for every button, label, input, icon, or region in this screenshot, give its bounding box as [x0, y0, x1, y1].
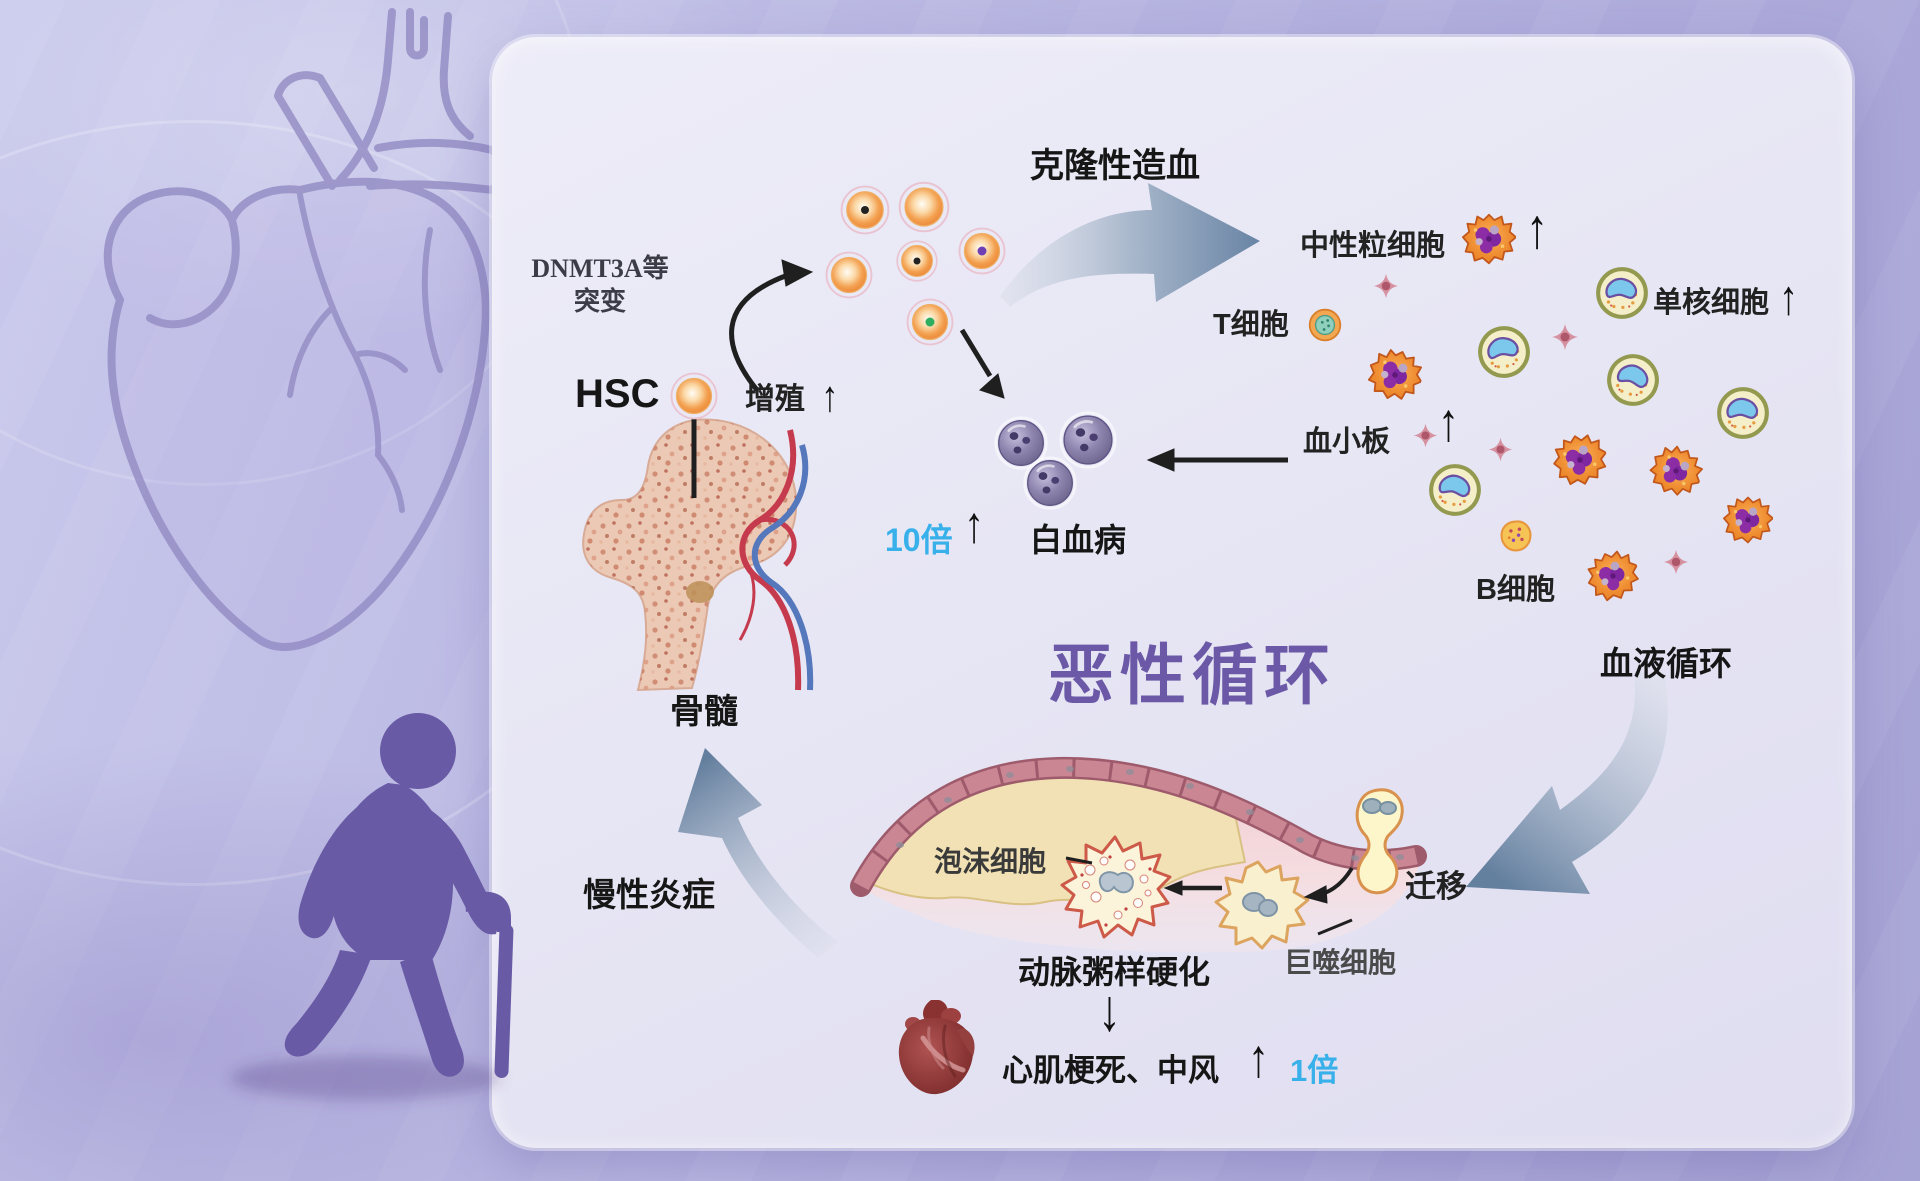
person-rear-arm: [298, 808, 372, 939]
leukemia-label: 白血病: [1030, 522, 1127, 558]
down-arrow: ↓: [1098, 976, 1121, 1043]
transmigrating-monocyte-icon: [1355, 788, 1404, 895]
platelet-label: 血小板: [1303, 426, 1391, 458]
macrophage-icon: [1214, 860, 1310, 950]
person-cane-shaft: [494, 924, 514, 1078]
macrophage-label: 巨噬细胞: [1284, 947, 1397, 978]
proliferation-text: 增殖: [745, 383, 805, 416]
migration-label: 迁移: [1405, 869, 1467, 904]
blood-circulation-label: 血液循环: [1600, 645, 1732, 682]
blood-circulation-swoosh-arrow: [1466, 672, 1668, 894]
person-head: [380, 713, 456, 789]
artery-illustration: [850, 756, 1427, 953]
purple-mutation-dot: [977, 246, 987, 256]
chronic-inflammation-swoosh-arrow: [678, 748, 838, 958]
bone-marrow-illustration: [582, 418, 814, 692]
black-mutation-dot: [913, 257, 921, 265]
vicious-cycle-title: 恶性循环: [1048, 638, 1336, 712]
person-cane-handle: [465, 891, 511, 932]
leukemia-fold-label: 10倍: [885, 522, 953, 558]
hsc-label: HSC: [575, 372, 660, 416]
endothelium-band: [850, 756, 1427, 897]
monocyte-label: 单核细胞 ↑: [1653, 272, 1798, 326]
mi-stroke-label: 心肌梗死、中风: [1002, 1053, 1219, 1088]
up-arrow: ↑: [1248, 1027, 1269, 1089]
green-mutation-dot: [925, 317, 935, 327]
person-rear-leg: [284, 950, 372, 1057]
black-mutation-dot: [861, 206, 869, 214]
foam-cell-label: 泡沫细胞: [934, 846, 1047, 877]
mi-fold-label: 1倍: [1290, 1053, 1339, 1088]
up-arrow: ↑: [1779, 271, 1799, 326]
mutation-line2: 突变: [573, 287, 626, 316]
hsc-to-cluster-arrow: [729, 272, 789, 392]
atherosclerosis-label: 动脉粥样硬化: [1018, 954, 1211, 990]
mutation-line1: DNMT3A等: [531, 254, 669, 283]
mutation-label: DNMT3A等 突变: [520, 252, 680, 318]
proliferation-label: 增殖 ↑: [745, 372, 838, 421]
macrophage-label-dash: [1317, 918, 1353, 936]
t-cell-label: T细胞: [1213, 309, 1289, 341]
mutant-hsc-cluster: [825, 181, 1006, 346]
clonal-hematopoiesis-label: 克隆性造血: [1030, 147, 1200, 185]
bone-marrow-label: 骨髓: [670, 693, 738, 731]
chronic-inflammation-label: 慢性炎症: [583, 876, 715, 913]
artery-vein-lines: [739, 429, 802, 691]
monocyte-text: 单核细胞: [1653, 287, 1770, 319]
up-arrow: ↑: [1526, 197, 1548, 261]
up-arrow: ↑: [821, 372, 839, 422]
up-arrow: ↑: [1438, 391, 1459, 453]
cluster-to-leukemia-arrow: [959, 328, 993, 378]
foamcell-label-dash: [1065, 856, 1093, 865]
neutrophil-label: 中性粒细胞: [1300, 230, 1446, 262]
clonal-hematopoiesis-swoosh-arrow: [1000, 183, 1260, 307]
person-shadow: [230, 1056, 500, 1100]
b-cell-label: B细胞: [1476, 574, 1555, 606]
heart-icon: [898, 1000, 975, 1095]
person-front-leg: [400, 950, 464, 1077]
up-arrow: ↑: [964, 497, 984, 554]
